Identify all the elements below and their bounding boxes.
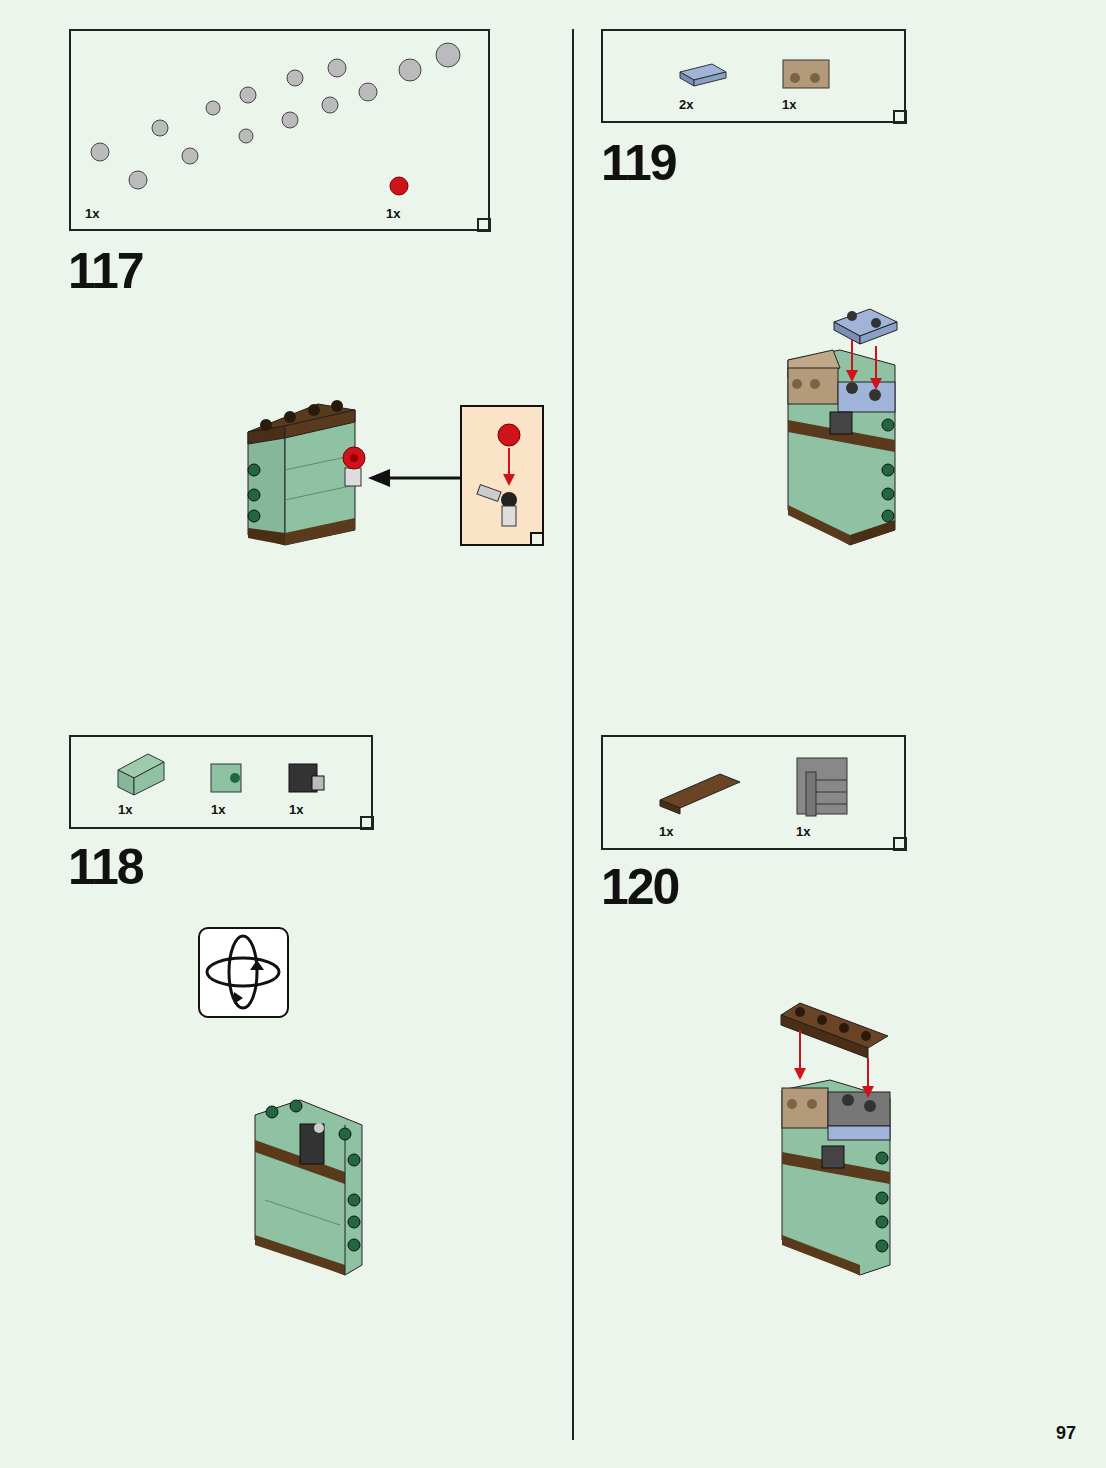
parts-panel: 1x 1x 1x <box>69 735 373 829</box>
step-number: 119 <box>601 138 676 188</box>
part-quantity: 1x <box>782 98 796 111</box>
parts-panel: 2x 1x <box>601 29 906 123</box>
part-quantity: 2x <box>679 98 693 111</box>
part-quantity: 1x <box>85 207 99 220</box>
wall-119 <box>788 309 897 545</box>
part-quantity: 1x <box>386 207 400 220</box>
step-number: 117 <box>68 246 143 296</box>
wall-118 <box>255 1100 362 1275</box>
parts-panel: 1x 1x <box>601 735 906 850</box>
part-quantity: 1x <box>289 803 303 816</box>
part-quantity: 1x <box>211 803 225 816</box>
part-quantity: 1x <box>796 825 810 838</box>
parts-panel: 1x 1x <box>69 29 490 231</box>
step-number: 120 <box>601 862 678 912</box>
page-number: 97 <box>1056 1424 1076 1442</box>
step-number: 118 <box>68 842 143 892</box>
wall-120 <box>781 1003 890 1275</box>
wall-117 <box>248 400 365 545</box>
part-quantity: 1x <box>118 803 132 816</box>
part-quantity: 1x <box>659 825 673 838</box>
